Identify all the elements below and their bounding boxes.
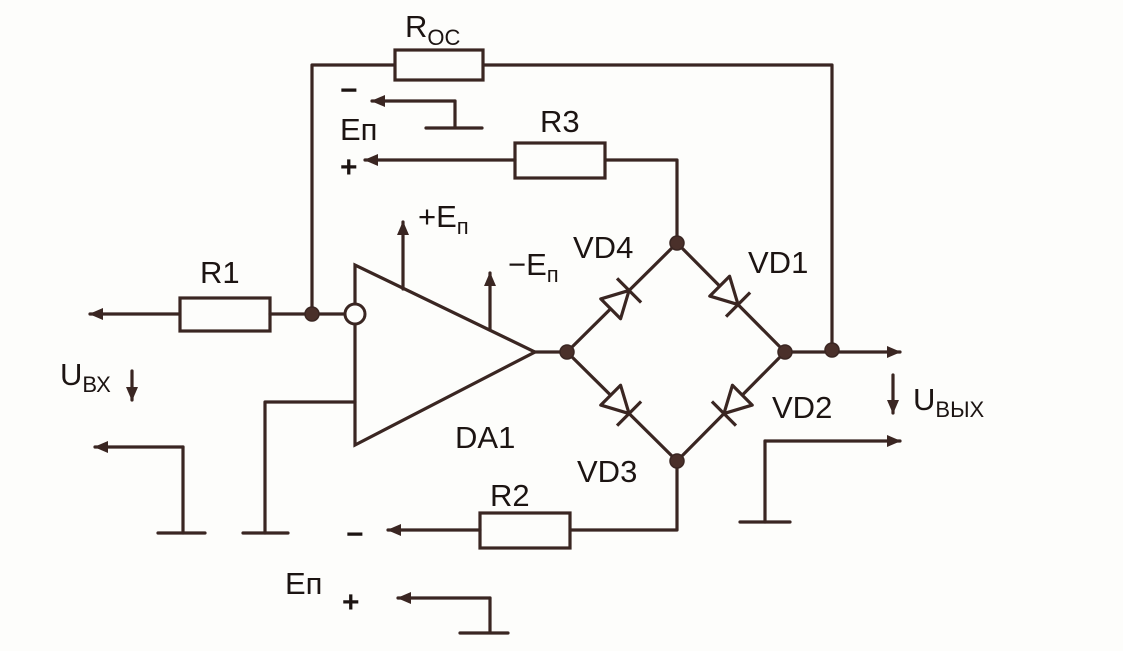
resistor-r2 (478, 511, 572, 550)
resistor-roc (393, 48, 485, 82)
diode-bridge (565, 241, 787, 463)
da1-label: DA1 (455, 420, 515, 455)
input-ground (93, 369, 207, 535)
u-in-label: UВХ (60, 357, 111, 397)
upper-supply (370, 95, 484, 130)
feedback-loop (310, 48, 834, 352)
vd3-label: VD3 (577, 454, 637, 489)
lower-supply (396, 592, 510, 635)
minus-supply-label: −Eп (508, 247, 559, 287)
diode-vd1 (708, 274, 752, 318)
lower-supply-plus-sign: + (342, 586, 360, 619)
r2-label: R2 (490, 478, 530, 513)
ground-symbol (458, 596, 510, 635)
diode-vd2 (710, 383, 754, 427)
r2-branch (386, 459, 679, 550)
roc-label: RОС (405, 9, 461, 50)
junction-dot (824, 342, 840, 358)
junction-dot (777, 344, 793, 360)
junction-dot (669, 453, 685, 469)
r3-label: R3 (540, 104, 580, 139)
inverting-input (343, 302, 367, 326)
upper-supply-minus-sign: − (340, 74, 358, 107)
junction-dot (669, 235, 685, 251)
plus-supply-label: +Eп (418, 199, 469, 239)
junction-dot (559, 344, 575, 360)
upper-supply-label: Еп (340, 112, 377, 147)
junction-dot (304, 306, 320, 322)
vd4-label: VD4 (573, 230, 633, 265)
resistor-r1 (178, 296, 272, 333)
op-amp-da1 (241, 220, 569, 535)
diode-vd3 (599, 383, 643, 427)
input-stage (88, 296, 347, 333)
output-stage (738, 346, 902, 524)
resistor-r3 (513, 141, 607, 180)
vd2-label: VD2 (772, 390, 832, 425)
lower-supply-minus-sign: − (346, 518, 364, 551)
r3-branch (363, 141, 679, 245)
junctions (304, 235, 840, 469)
ground-symbol (424, 99, 484, 130)
vd1-label: VD1 (748, 245, 808, 280)
r1-label: R1 (200, 255, 240, 290)
diode-vd4 (599, 277, 643, 321)
u-out-label: UВЫХ (913, 382, 985, 422)
lower-supply-label: Еп (285, 566, 322, 601)
upper-supply-plus-sign: + (340, 151, 358, 184)
